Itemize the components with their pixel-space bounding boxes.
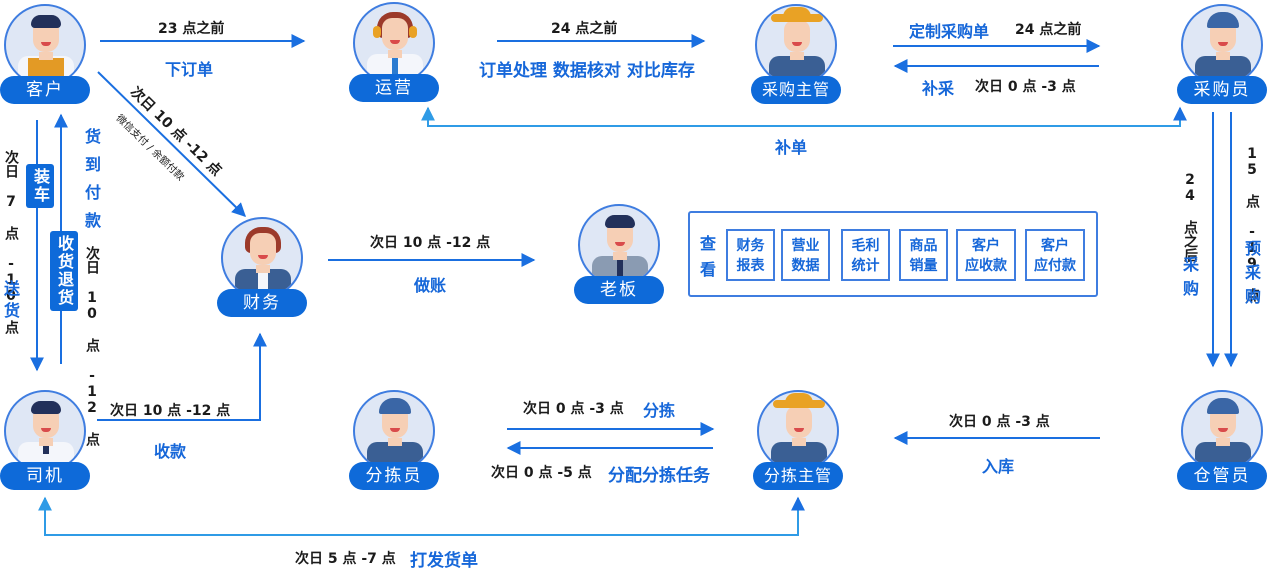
view-item-customer-payable[interactable]: 客户 应付款 (1025, 229, 1085, 281)
label-collect-time: 次日 10 点 -12 点 (110, 403, 231, 419)
label-cod-action: 货到付款 (82, 128, 101, 240)
label-supplement-order: 补单 (775, 138, 808, 157)
label-dispatch-action: 打发货单 (410, 551, 478, 571)
node-label: 分拣员 (349, 462, 439, 490)
view-item-customer-receivable[interactable]: 客户 应收款 (956, 229, 1016, 281)
finance-avatar-icon (221, 217, 303, 299)
node-customer[interactable]: 客户 (0, 4, 90, 104)
label-purchase-after-action: 采购 (1180, 256, 1199, 304)
customer-avatar-icon (4, 4, 86, 86)
label-replenish-time: 次日 0 点 -3 点 (975, 79, 1076, 95)
bracket-supplement-order-left (421, 106, 700, 127)
arrow-driver-to-finance (97, 332, 267, 421)
label-pre-purchase-action: 预采购 (1242, 240, 1261, 312)
boss-view-panel: 查看 财务 报表 营业 数据 毛利 统计 商品 销量 客户 应收款 客户 应付款 (688, 211, 1098, 297)
view-item-line2: 报表 (736, 258, 765, 274)
node-driver[interactable]: 司机 (0, 390, 90, 490)
view-item-business-data[interactable]: 营业 数据 (781, 229, 830, 281)
label-sort-action: 分拣 (643, 401, 676, 420)
view-panel-title: 查看 (700, 234, 717, 279)
view-item-line1: 商品 (909, 238, 938, 254)
node-warehouse-keeper[interactable]: 仓管员 (1177, 390, 1267, 490)
node-label: 司机 (0, 462, 90, 490)
bracket-supplement-order-right (700, 106, 1187, 127)
node-label: 采购员 (1177, 76, 1267, 104)
node-finance[interactable]: 财务 (217, 217, 307, 317)
label-replenish-action: 补采 (922, 79, 955, 98)
view-item-line2: 应收款 (965, 258, 1007, 274)
view-item-gross-profit[interactable]: 毛利 统计 (841, 229, 890, 281)
node-label: 仓管员 (1177, 462, 1267, 490)
view-item-finance-report[interactable]: 财务 报表 (726, 229, 775, 281)
driver-avatar-icon (4, 390, 86, 472)
bracket-dispatch-left (38, 496, 420, 536)
label-order-process-action: 订单处理 数据核对 对比库存 (479, 61, 695, 81)
node-operations[interactable]: 运营 (349, 2, 439, 102)
worker-cap-avatar-icon (1181, 4, 1263, 86)
arrow-customer-to-finance (97, 71, 247, 217)
view-item-line2: 销量 (909, 258, 938, 274)
node-label: 财务 (217, 289, 307, 317)
label-order-process-time: 24 点之前 (551, 21, 618, 37)
view-item-line1: 营业 (791, 238, 820, 254)
tag-load: 装车 (26, 164, 54, 208)
label-stock-in-action: 入库 (982, 457, 1015, 476)
label-purchase-after-time: 24 点之后 (1182, 172, 1198, 262)
node-boss[interactable]: 老板 (574, 204, 664, 304)
node-label: 客户 (0, 76, 90, 104)
warehouse-avatar-icon (1181, 390, 1263, 472)
sorting-manager-avatar-icon (757, 390, 839, 472)
node-label: 采购主管 (751, 76, 841, 104)
label-bookkeeping-action: 做账 (414, 276, 447, 295)
node-buyer[interactable]: 采购员 (1177, 4, 1267, 104)
sorter-avatar-icon (353, 390, 435, 472)
operator-headset-avatar-icon (353, 2, 435, 84)
view-item-line1: 财务 (736, 238, 765, 254)
view-item-line2: 统计 (851, 258, 880, 274)
view-item-line1: 客户 (1041, 238, 1069, 254)
view-item-line1: 毛利 (851, 238, 880, 254)
label-custom-po-time: 24 点之前 (1015, 22, 1082, 38)
label-sort-time: 次日 0 点 -3 点 (523, 401, 624, 417)
label-assign-sort-time: 次日 0 点 -5 点 (491, 465, 592, 481)
label-bookkeeping-time: 次日 10 点 -12 点 (370, 235, 491, 251)
label-pre-purchase-time: 15 点 -19 点 (1244, 146, 1260, 302)
node-purchasing-manager[interactable]: 采购主管 (751, 4, 841, 104)
node-sorter[interactable]: 分拣员 (349, 390, 439, 490)
view-item-line2: 应付款 (1034, 258, 1076, 274)
label-place-order-time: 23 点之前 (158, 21, 225, 37)
node-label: 老板 (574, 276, 664, 304)
label-load-time: 次日 7 点 -10 点 (3, 150, 19, 334)
node-label: 分拣主管 (753, 462, 843, 490)
view-item-line1: 客户 (972, 238, 1000, 254)
label-cod-time: 次日 10 点 -12 点 (84, 246, 100, 446)
label-dispatch-time: 次日 5 点 -7 点 (295, 551, 396, 567)
view-item-product-sales[interactable]: 商品 销量 (899, 229, 948, 281)
label-custom-po-action: 定制采购单 (909, 22, 990, 41)
label-load-action: 送货 (1, 280, 20, 324)
label-place-order-action: 下订单 (165, 60, 214, 79)
tag-receive-return: 收货退货 (50, 231, 78, 311)
label-stock-in-time: 次日 0 点 -3 点 (949, 414, 1050, 430)
node-sorting-manager[interactable]: 分拣主管 (753, 390, 843, 490)
bracket-dispatch-right (420, 496, 805, 536)
boss-avatar-icon (578, 204, 660, 286)
view-item-line2: 数据 (791, 258, 820, 274)
node-label: 运营 (349, 74, 439, 102)
label-assign-sort-action: 分配分拣任务 (608, 466, 710, 486)
manager-hat-avatar-icon (755, 4, 837, 86)
label-collect-action: 收款 (154, 442, 187, 461)
